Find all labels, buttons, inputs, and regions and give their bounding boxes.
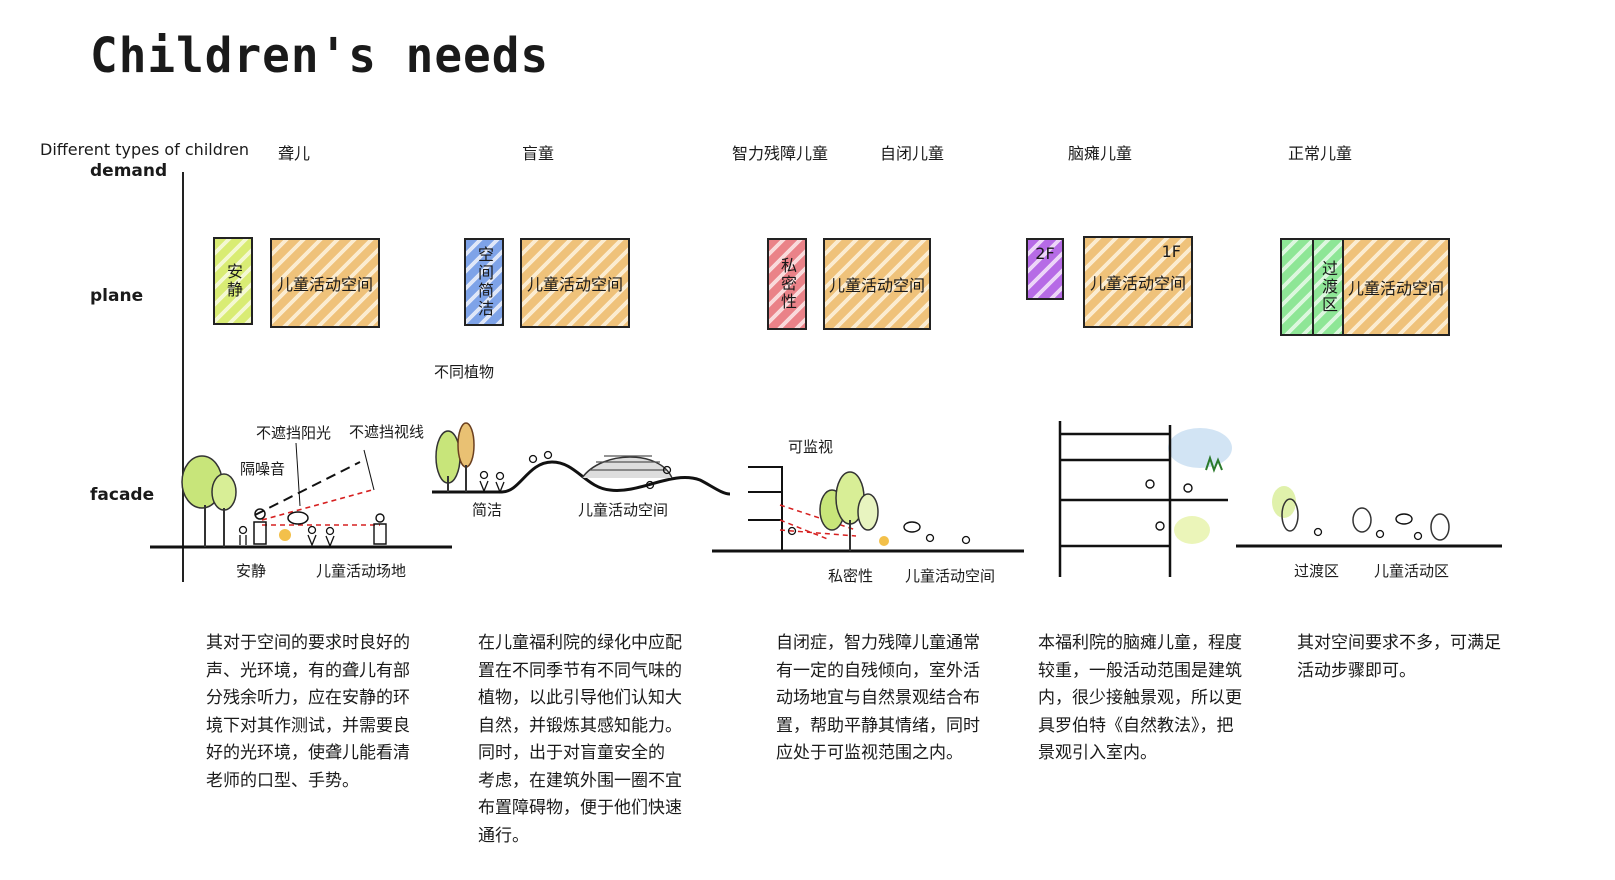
description-line: 置在不同季节有不同气味的 xyxy=(478,660,682,681)
description-line: 其对于空间的要求时良好的 xyxy=(206,633,410,653)
plane-autism-activity-label: 儿童活动空间 xyxy=(828,276,925,295)
plane-deaf-activity-label: 儿童活动空间 xyxy=(276,275,373,294)
description-line: 本福利院的脑瘫儿童，程度 xyxy=(1038,633,1242,653)
description-line: 考虑，在建筑外围一圈不宜 xyxy=(478,770,682,791)
facade-deaf-quiet: 安静 xyxy=(236,562,267,580)
facade-autism-monitor: 可监视 xyxy=(788,438,834,456)
type-cerebral-palsy: 脑瘫儿童 xyxy=(1068,144,1133,163)
description-line: 内，很少接触景观，所以更 xyxy=(1038,688,1242,708)
description-line: 老师的口型、手势。 xyxy=(206,770,359,791)
type-autism: 自闭儿童 xyxy=(880,144,945,163)
tree-icon xyxy=(211,473,237,511)
description-line: 景观引入室内。 xyxy=(1038,743,1157,763)
plane-cp-1f-label: 1F xyxy=(1161,242,1181,261)
facade-deaf-ground: 儿童活动场地 xyxy=(316,562,407,580)
plane-normal-activity-label: 儿童活动空间 xyxy=(1347,279,1444,298)
tree-icon xyxy=(857,493,879,531)
description-line: 置，帮助平静其情绪，同时 xyxy=(776,715,980,736)
row-plane: plane xyxy=(90,286,144,306)
description-line: 自闭症，智力残障儿童通常 xyxy=(776,633,980,653)
facade-autism xyxy=(712,466,1024,553)
facade-blind-space: 儿童活动空间 xyxy=(578,501,669,519)
facade-blind-plants: 不同植物 xyxy=(434,363,495,381)
flower-icon xyxy=(279,529,291,541)
description-line: 布置障碍物，便于他们快速 xyxy=(478,798,682,818)
speech-bubble-icon xyxy=(287,511,309,525)
plane-deaf-activity: 儿童活动空间 xyxy=(270,238,380,328)
plane-normal-transition: 过渡区 xyxy=(1312,238,1344,336)
facade-blind-simple: 简洁 xyxy=(472,501,503,519)
facade-cerebral-palsy xyxy=(1058,421,1232,577)
plane-cp-activity-label: 儿童活动空间 xyxy=(1089,274,1186,293)
plane-cp-2f-label: 2F xyxy=(1035,244,1055,263)
description-line: 通行。 xyxy=(478,825,529,846)
plane-blind-activity: 儿童活动空间 xyxy=(520,238,630,328)
plane-blind-simple-label: 空间简洁 xyxy=(475,246,494,318)
flower-icon xyxy=(879,536,889,546)
description-line: 声、光环境，有的聋儿有部 xyxy=(206,660,410,681)
facade-deaf-sun: 不遮挡阳光 xyxy=(256,424,332,442)
plane-blind-activity-label: 儿童活动空间 xyxy=(526,275,623,294)
facade-normal xyxy=(1236,486,1502,548)
page-title: Children's needs xyxy=(90,26,550,84)
description-blind: 在儿童福利院的绿化中应配 置在不同季节有不同气味的 植物，以此引导他们认知大 自… xyxy=(478,630,682,850)
description-cerebral-palsy: 本福利院的脑瘫儿童，程度 较重，一般活动范围是建筑 内，很少接触景观，所以更 具… xyxy=(1038,630,1242,768)
plane-normal-transition-label: 过渡区 xyxy=(1319,260,1338,314)
description-line: 植物，以此引导他们认知大 xyxy=(478,688,682,708)
plane-cp-activity: 1F 儿童活动空间 xyxy=(1083,236,1193,328)
description-line: 具罗伯特《自然教法》，把 xyxy=(1038,715,1234,736)
plane-autism-activity: 儿童活动空间 xyxy=(823,238,931,330)
row-facade: facade xyxy=(90,485,155,505)
facade-blind xyxy=(432,422,731,496)
facade-deaf xyxy=(150,442,452,549)
tree-icon xyxy=(1430,513,1450,541)
description-line: 好的光环境，使聋儿能看清 xyxy=(206,743,410,763)
description-line: 自然，并锻炼其感知能力。 xyxy=(478,715,682,736)
vertical-axis xyxy=(182,172,184,582)
description-line: 应处于可监视范围之内。 xyxy=(776,743,963,763)
plane-autism-privacy-label: 私密性 xyxy=(778,257,797,311)
plane-deaf-quiet: 安静 xyxy=(213,237,253,325)
facade-deaf-sight: 不遮挡视线 xyxy=(349,423,425,441)
description-autism: 自闭症，智力残障儿童通常 有一定的自残倾向，室外活 动场地宜与自然景观结合布 置… xyxy=(776,630,980,768)
tree-icon xyxy=(1281,498,1299,532)
description-line: 动场地宜与自然景观结合布 xyxy=(776,688,980,708)
description-line: 有一定的自残倾向，室外活 xyxy=(776,660,980,681)
plane-deaf-quiet-label: 安静 xyxy=(224,263,243,299)
description-line: 分残余听力，应在安静的环 xyxy=(206,688,410,708)
plane-blind-simple: 空间简洁 xyxy=(464,238,504,326)
description-line: 境下对其作测试，并需要良 xyxy=(206,715,410,736)
plant-icon xyxy=(457,422,475,468)
description-line: 较重，一般活动范围是建筑 xyxy=(1038,660,1242,681)
tree-icon xyxy=(1352,507,1372,533)
tree-icon xyxy=(435,430,461,484)
speech-bubble-icon xyxy=(1395,513,1413,525)
facade-autism-privacy: 私密性 xyxy=(828,567,874,585)
type-normal: 正常儿童 xyxy=(1288,144,1353,163)
facade-autism-space: 儿童活动空间 xyxy=(905,567,996,585)
type-deaf: 聋儿 xyxy=(278,144,311,163)
description-line: 活动步骤即可。 xyxy=(1297,660,1416,681)
type-blind: 盲童 xyxy=(522,144,555,163)
plane-cp-2f: 2F xyxy=(1026,238,1064,300)
plane-autism-privacy: 私密性 xyxy=(767,238,807,330)
speech-bubble-icon xyxy=(903,521,921,533)
child-figure-icon xyxy=(254,508,266,520)
facade-normal-transition: 过渡区 xyxy=(1294,562,1340,580)
header-label: Different types of children xyxy=(40,140,250,159)
type-intellectual: 智力残障儿童 xyxy=(732,144,829,163)
row-demand: demand xyxy=(90,161,168,181)
description-deaf: 其对于空间的要求时良好的 声、光环境，有的聋儿有部 分残余听力，应在安静的环 境… xyxy=(206,630,410,795)
description-line: 同时，出于对盲童安全的 xyxy=(478,743,665,763)
plant-icon xyxy=(1205,454,1223,473)
facade-deaf-noise: 隔噪音 xyxy=(240,460,286,478)
plane-normal-activity: 儿童活动空间 xyxy=(1342,238,1450,336)
description-normal: 其对空间要求不多，可满足 活动步骤即可。 xyxy=(1297,630,1501,685)
description-line: 其对空间要求不多，可满足 xyxy=(1297,633,1501,653)
description-line: 在儿童福利院的绿化中应配 xyxy=(478,633,682,653)
facade-normal-area: 儿童活动区 xyxy=(1374,562,1450,580)
